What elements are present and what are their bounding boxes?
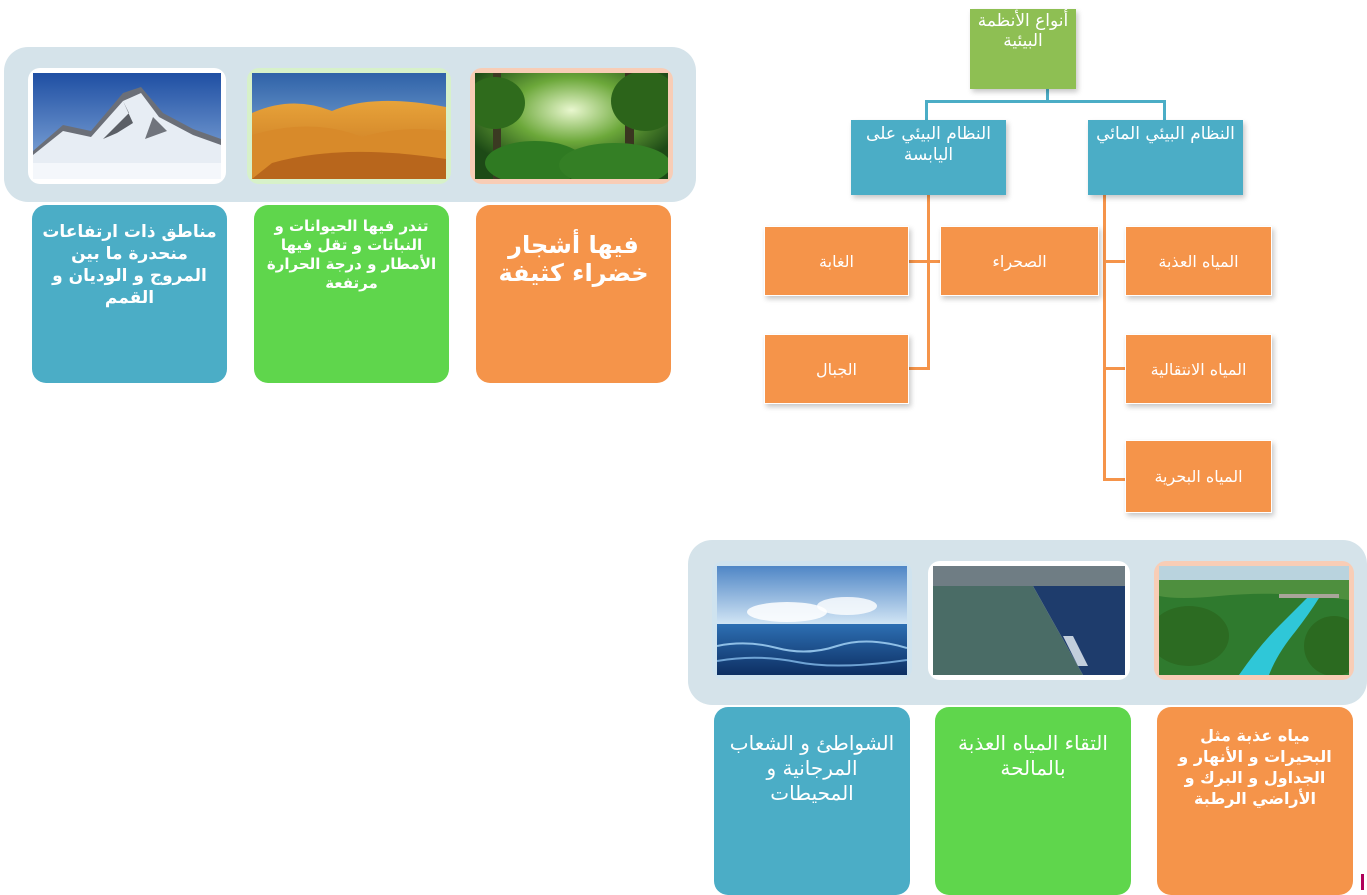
fresh-water-label: المياه العذبة xyxy=(1158,251,1239,271)
forest-caption-text: فيها أشجار خضراء كثيفة xyxy=(498,231,649,287)
aquatic-leaf-fresh: المياه العذبة xyxy=(1125,226,1272,296)
land-leaf-forest: الغابة xyxy=(764,226,909,296)
aquatic-spine xyxy=(1103,195,1106,481)
mountain-caption-text: مناطق ذات ارتفاعات منحدرة ما بين المروج … xyxy=(42,222,217,308)
desert-caption-text: تندر فيها الحيوانات و النباتات و تقل فيه… xyxy=(266,217,437,292)
aquatic-branch-node: النظام البيئي المائي xyxy=(1088,120,1243,195)
fresh-caption-text: مياه عذبة مثل البحيرات و الأنهار و الجدا… xyxy=(1178,726,1332,808)
aquatic-connector xyxy=(1163,100,1166,120)
forest-photo xyxy=(470,68,673,184)
desert-label: الصحراء xyxy=(992,251,1047,271)
aquatic-tick-1 xyxy=(1103,260,1125,263)
water-meeting-photo xyxy=(928,561,1130,680)
aquatic-branch-label: النظام البيئي المائي xyxy=(1096,124,1235,144)
land-spine xyxy=(927,195,930,370)
ocean-photo xyxy=(712,561,912,680)
desert-caption: تندر فيها الحيوانات و النباتات و تقل فيه… xyxy=(254,205,449,383)
marine-water-label: المياه البحرية xyxy=(1154,467,1243,486)
aquatic-leaf-transitional: المياه الانتقالية xyxy=(1125,334,1272,404)
land-branch-node: النظام البيئي على اليابسة xyxy=(851,120,1006,195)
aquatic-tick-3 xyxy=(1103,478,1125,481)
aquatic-leaf-marine: المياه البحرية xyxy=(1125,440,1272,513)
slide-edge-mark xyxy=(1361,874,1364,890)
marine-caption: الشواطئ و الشعاب المرجانية و المحيطات xyxy=(714,707,910,895)
desert-photo xyxy=(247,68,451,184)
mountain-caption: مناطق ذات ارتفاعات منحدرة ما بين المروج … xyxy=(32,205,227,383)
branch-bar xyxy=(925,100,1166,103)
land-leaf-mountains: الجبال xyxy=(764,334,909,404)
aquatic-tick-2 xyxy=(1103,367,1125,370)
forest-label: الغابة xyxy=(819,251,854,271)
transitional-caption: التقاء المياه العذبة بالمالحة xyxy=(935,707,1131,895)
root-label: أنواع الأنظمة البيئية xyxy=(977,11,1069,51)
river-photo xyxy=(1154,561,1354,680)
land-branch-label: النظام البيئي على اليابسة xyxy=(866,124,991,165)
mountains-label: الجبال xyxy=(816,359,857,379)
transitional-caption-text: التقاء المياه العذبة بالمالحة xyxy=(958,731,1108,780)
mountain-photo xyxy=(28,68,226,184)
land-connector xyxy=(925,100,928,120)
root-node: أنواع الأنظمة البيئية xyxy=(970,9,1076,89)
land-leaf-desert: الصحراء xyxy=(940,226,1099,296)
land-hbar-top xyxy=(909,260,940,263)
forest-caption: فيها أشجار خضراء كثيفة xyxy=(476,205,671,383)
land-hbar-bottom xyxy=(909,367,930,370)
root-connector xyxy=(1046,88,1049,102)
transitional-water-label: المياه الانتقالية xyxy=(1150,359,1247,379)
marine-caption-text: الشواطئ و الشعاب المرجانية و المحيطات xyxy=(729,731,895,805)
fresh-caption: مياه عذبة مثل البحيرات و الأنهار و الجدا… xyxy=(1157,707,1353,895)
